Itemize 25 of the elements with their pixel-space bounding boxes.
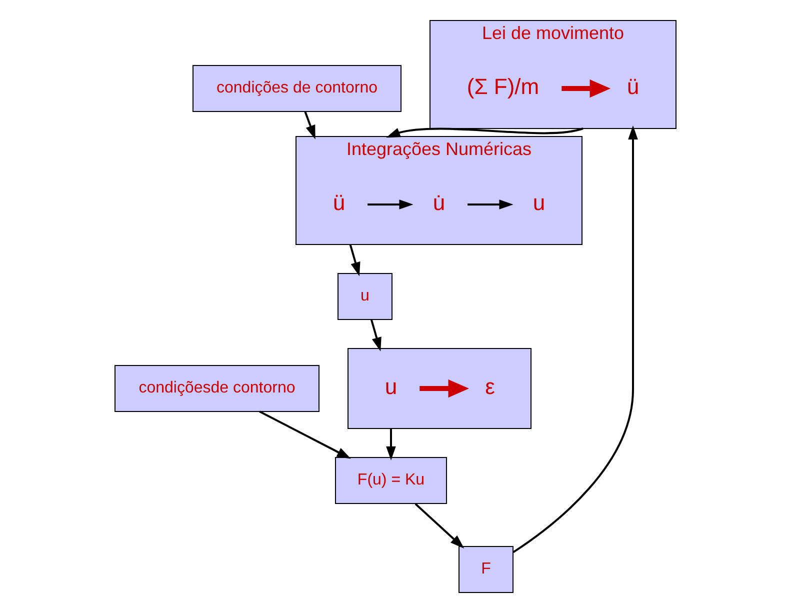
arrow	[467, 200, 513, 210]
arrow	[419, 379, 469, 398]
arrow	[386, 428, 396, 460]
node-text: ü	[332, 190, 345, 216]
arrow	[386, 128, 583, 138]
node-text: u	[384, 374, 397, 400]
node-text: ü	[626, 74, 639, 100]
arrow	[512, 125, 638, 554]
node-box: u	[337, 273, 392, 320]
node-box: condiçõesde contorno	[114, 365, 319, 412]
arrow	[348, 244, 360, 276]
node-text: (Σ F)/m	[466, 74, 539, 100]
node-text: u	[532, 190, 545, 216]
node-text: u̇	[432, 190, 445, 216]
arrow	[370, 319, 381, 352]
cluster	[347, 348, 531, 429]
arrow	[258, 410, 350, 459]
node-text: ε	[484, 374, 494, 400]
arrow	[414, 503, 464, 549]
arrow	[561, 79, 610, 98]
node-box: F(u) = Ku	[334, 457, 446, 504]
arrow	[367, 200, 413, 210]
arrow	[304, 111, 315, 140]
node-box: condições de contorno	[192, 65, 401, 112]
node-box: F	[458, 546, 513, 593]
